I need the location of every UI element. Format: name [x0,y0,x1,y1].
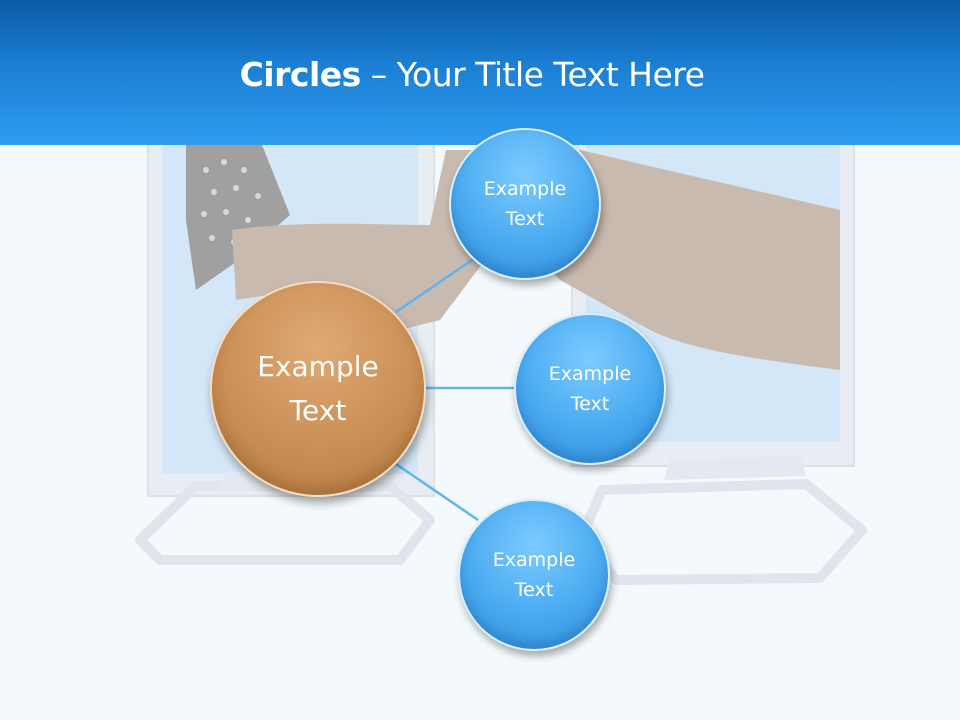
node-circle-label: Example Text [548,363,632,415]
center-circle[interactable]: Example Text [210,281,426,497]
title-rest: – Your Title Text Here [360,55,705,94]
node-circle-label: Example Text [492,549,576,601]
connector-top [395,256,476,314]
title-bold: Circles [239,55,362,94]
node-circle-label: Example Text [483,178,567,230]
title-banner [0,0,960,145]
slide-title: Circles – Your Title Text Here [0,50,944,100]
center-circle-label: Example Text [257,350,379,427]
node-circle-bottom[interactable]: Example Text [458,499,610,651]
connector-bottom [395,462,479,522]
node-circle-top[interactable]: Example Text [449,128,601,280]
node-circle-middle[interactable]: Example Text [514,313,666,465]
